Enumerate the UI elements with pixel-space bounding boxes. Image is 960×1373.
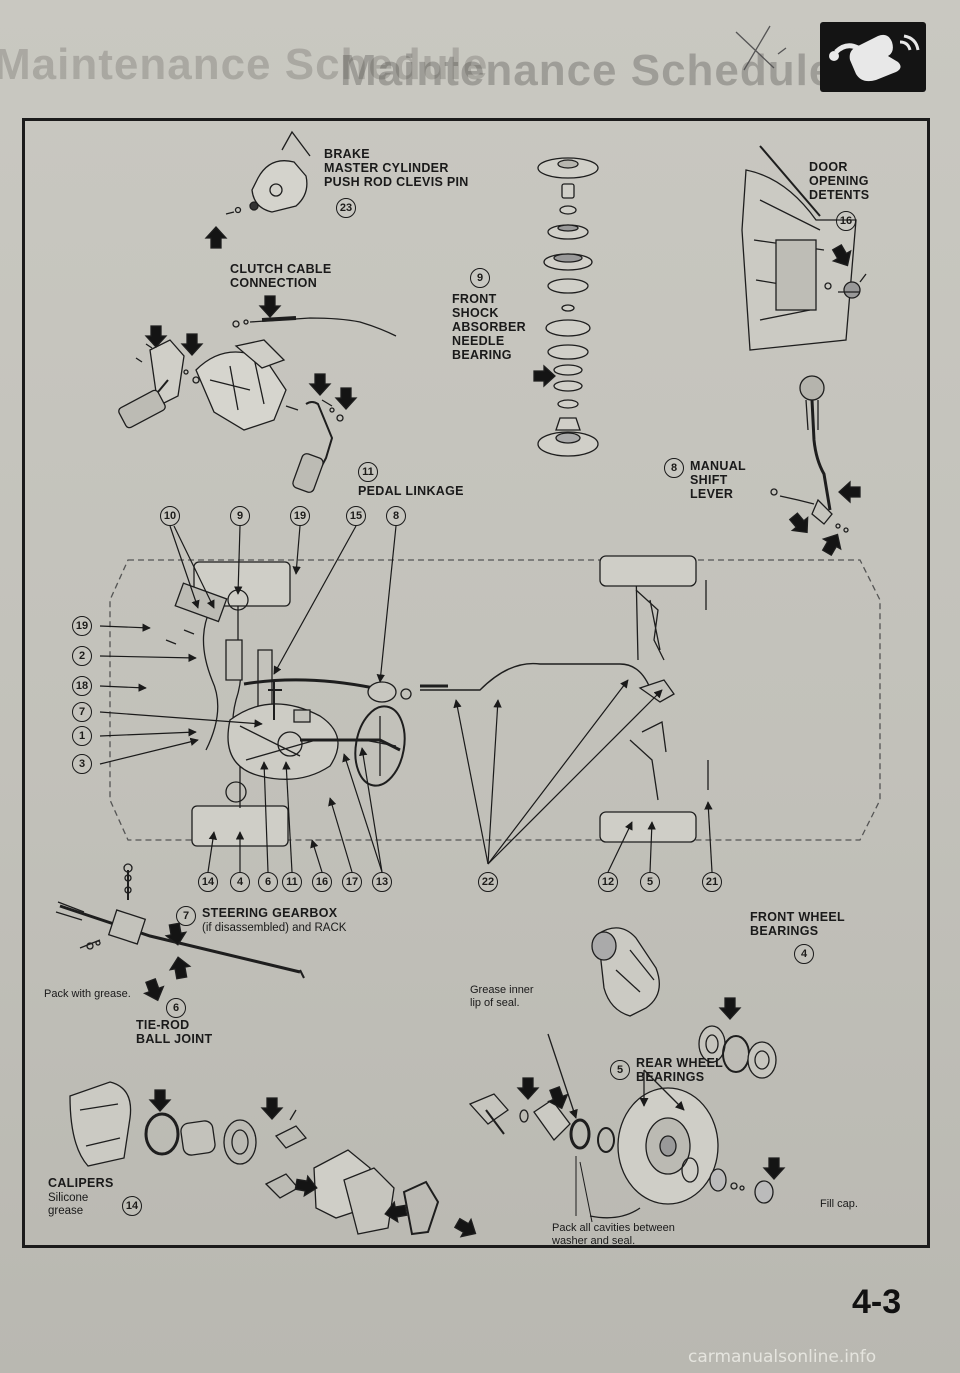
label-pedal-linkage: PEDAL LINKAGE (358, 484, 464, 498)
header-ghost-overlap: Maintenance Schedule (340, 46, 835, 95)
label-door-opening-detents: DOOR OPENING DETENTS (809, 160, 870, 202)
label-clutch-cable-connection: CLUTCH CABLE CONNECTION (230, 262, 332, 290)
callout-14-chassis: 14 (198, 872, 218, 892)
callout-8: 8 (386, 506, 406, 526)
callout-4-chassis: 4 (230, 872, 250, 892)
label-front-wheel-bearings: FRONT WHEEL BEARINGS (750, 910, 845, 938)
shift-rod (243, 678, 412, 703)
callout-9: 9 (230, 506, 250, 526)
callout-9-shock: 9 (470, 268, 490, 288)
callout-7: 7 (72, 702, 92, 722)
section-logo (820, 22, 926, 92)
header-ghost-text: Maintenance Schedule Maintenance Schedul… (0, 40, 960, 120)
callout-5-chassis: 5 (640, 872, 660, 892)
label-brake-master-cylinder: BRAKE MASTER CYLINDER PUSH ROD CLEVIS PI… (324, 147, 469, 189)
page-number: 4-3 (852, 1283, 902, 1321)
callout-11-pedal: 11 (358, 462, 378, 482)
callout-15: 15 (346, 506, 366, 526)
callout-1: 1 (72, 726, 92, 746)
pedal-assembly-illustration (118, 325, 357, 493)
note-pack-with-grease: Pack with grease. (44, 988, 131, 1000)
engine-transmission (165, 629, 339, 780)
chassis-outline (109, 559, 881, 841)
callout-10: 10 (160, 506, 180, 526)
callout-6-tie-rod: 6 (166, 998, 186, 1018)
callout-5-rear-bearings: 5 (610, 1060, 630, 1080)
callout-18: 18 (72, 676, 92, 696)
callout-16-chassis: 16 (312, 872, 332, 892)
label-steering-gearbox: STEERING GEARBOX (202, 906, 338, 920)
note-silicone-grease: Silicone grease (48, 1192, 89, 1217)
note-fill-cap: Fill cap. (820, 1198, 858, 1210)
callout-7-gearbox: 7 (176, 906, 196, 926)
diagram-frame (22, 118, 930, 1248)
shift-lever-illustration (770, 375, 861, 559)
header-ghost-line: Maintenance Schedule (0, 40, 489, 89)
callout-23: 23 (336, 198, 356, 218)
callout-22: 22 (478, 872, 498, 892)
pencil-mark (735, 25, 787, 71)
callout-8-shift: 8 (664, 458, 684, 478)
callout-leaders (99, 525, 713, 873)
callout-14-calipers: 14 (122, 1196, 142, 1216)
shock-absorber-stack (533, 157, 599, 457)
note-pack-all-cavities: Pack all cavities between washer and sea… (552, 1222, 675, 1247)
clutch-cable-illustration (232, 295, 397, 337)
callout-11-chassis: 11 (282, 872, 302, 892)
note-steering-if-disassembled: (if disassembled) and RACK (202, 922, 347, 934)
callout-3: 3 (72, 754, 92, 774)
rear-suspension (599, 555, 697, 843)
label-front-shock-absorber: FRONT SHOCK ABSORBER NEEDLE BEARING (452, 292, 526, 362)
lubricant-fist-icon (829, 34, 920, 82)
steering-gearbox-illustration (55, 863, 305, 1005)
callout-16-door: 16 (836, 211, 856, 231)
brake-master-cylinder-illustration (205, 130, 311, 249)
front-knuckle-illustration (591, 927, 777, 1079)
rear-hub-illustration (468, 1033, 785, 1223)
callout-12: 12 (598, 872, 618, 892)
callout-2: 2 (72, 646, 92, 666)
callout-21: 21 (702, 872, 722, 892)
parking-brake-cable (420, 569, 709, 790)
watermark: carmanualsonline.info (688, 1347, 877, 1367)
callout-17: 17 (342, 872, 362, 892)
door-detent-illustration (741, 145, 867, 351)
callout-19-top: 19 (290, 506, 310, 526)
callout-19-left: 19 (72, 616, 92, 636)
label-tie-rod-ball-joint: TIE-ROD BALL JOINT (136, 1018, 213, 1046)
steering-column (300, 705, 406, 787)
note-grease-inner-lip: Grease inner lip of seal. (470, 984, 534, 1009)
callout-4-front-bearings: 4 (794, 944, 814, 964)
callout-6-chassis: 6 (258, 872, 278, 892)
label-rear-wheel-bearings: REAR WHEEL BEARINGS (636, 1056, 724, 1084)
label-calipers: CALIPERS (48, 1176, 114, 1190)
callout-13: 13 (372, 872, 392, 892)
caliper-pads-illustration (69, 1081, 482, 1243)
front-wheel-assembly (174, 561, 291, 847)
label-manual-shift-lever: MANUAL SHIFT LEVER (690, 459, 746, 501)
